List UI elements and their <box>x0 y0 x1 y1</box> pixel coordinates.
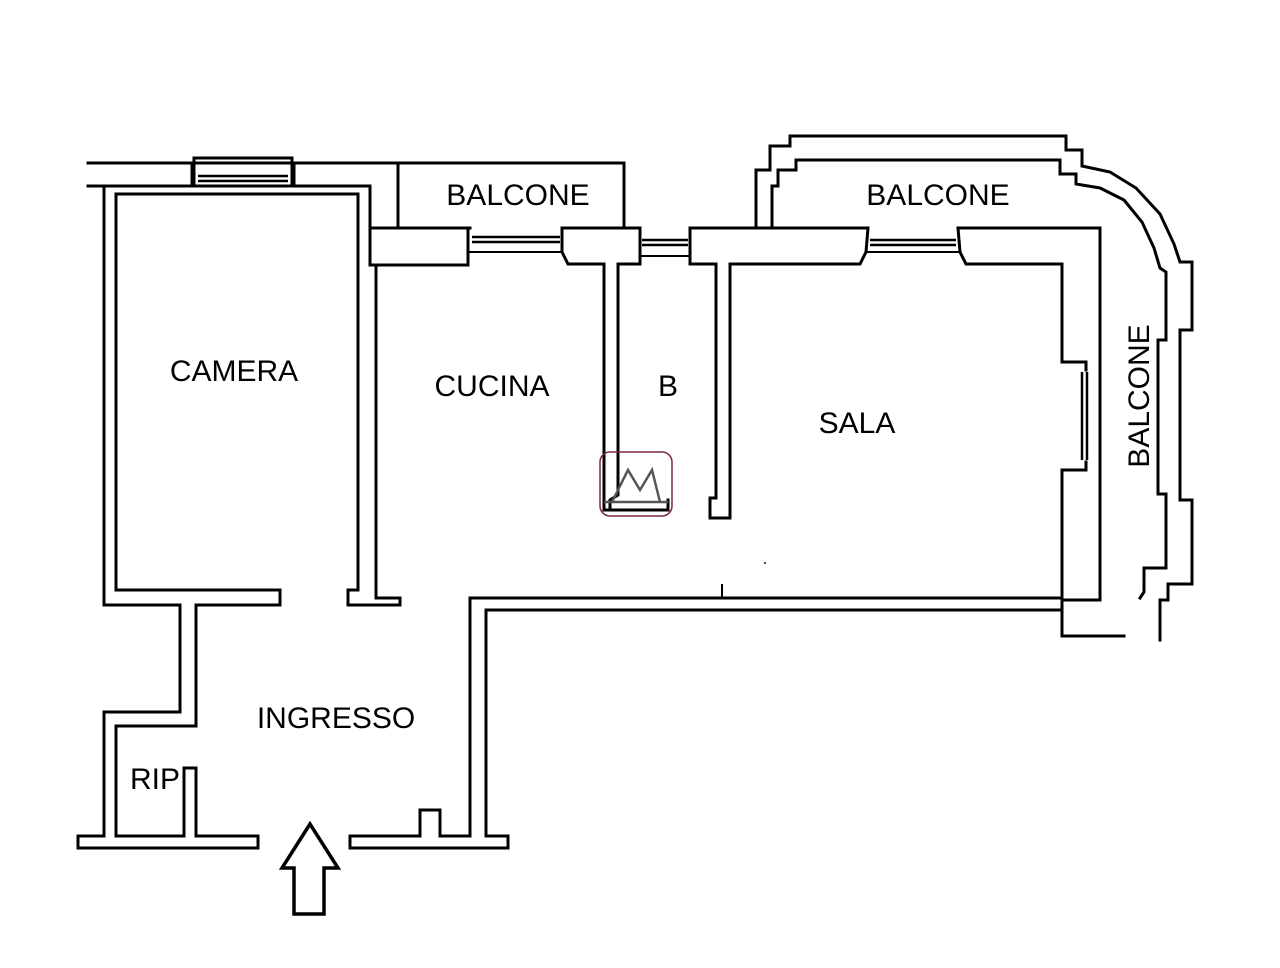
wall-camera-right <box>368 184 378 267</box>
marker-dot <box>763 561 767 565</box>
wall-bath-sala <box>708 262 724 520</box>
window-camera <box>192 156 294 188</box>
room-labels: CAMERA CUCINA B SALA INGRESSO RIP BALCON… <box>130 179 1156 796</box>
wall-back-inner <box>374 226 470 267</box>
wall-ingresso-left <box>76 603 260 850</box>
wall-camera-left <box>102 184 182 607</box>
wall-kitchen-bath <box>602 262 614 512</box>
wall-camera-inner-top <box>114 192 402 607</box>
label-balcone-kitchen: BALCONE <box>446 179 589 212</box>
wall-camera-top <box>102 161 194 188</box>
wall-back-bath-r2 <box>688 226 718 266</box>
wall-sala-right <box>1060 262 1088 372</box>
wall-balcony-living-outer <box>754 134 1194 642</box>
wall-ingresso-right <box>348 596 510 850</box>
wall-bath-sala-i <box>722 262 732 520</box>
label-camera: CAMERA <box>170 355 298 388</box>
entrance-arrow-shape <box>278 820 342 916</box>
wall-balcony-living-inner <box>770 158 1168 601</box>
windows <box>192 156 1089 460</box>
label-balcone-living: BALCONE <box>866 179 1009 212</box>
wall-sala-right-outer <box>1060 226 1126 638</box>
wall-back-bath <box>616 226 642 266</box>
label-balcone-side: BALCONE <box>1123 324 1156 467</box>
label-cucina: CUCINA <box>434 370 549 403</box>
wall-sala-right-low <box>1060 460 1088 600</box>
label-ripostiglio: RIP <box>130 763 180 796</box>
logo-mark <box>604 466 668 504</box>
wall-kitchen-bath-i <box>608 262 670 512</box>
label-bagno: B <box>658 370 678 403</box>
label-sala: SALA <box>819 407 896 440</box>
wall-back-sala <box>728 226 870 266</box>
wall-camera-inner-left <box>114 192 282 607</box>
wall-back-mid2 <box>560 226 606 266</box>
logo-frame <box>599 451 673 517</box>
wall-back-sala-r2 <box>956 226 1064 266</box>
wall-balcony-kitchen <box>396 161 626 230</box>
wall-ingresso-right-i <box>484 608 510 838</box>
walls <box>76 134 1194 850</box>
label-ingresso: INGRESSO <box>257 702 415 735</box>
entrance-arrow-icon <box>278 820 342 916</box>
agency-logo-icon <box>599 451 673 517</box>
